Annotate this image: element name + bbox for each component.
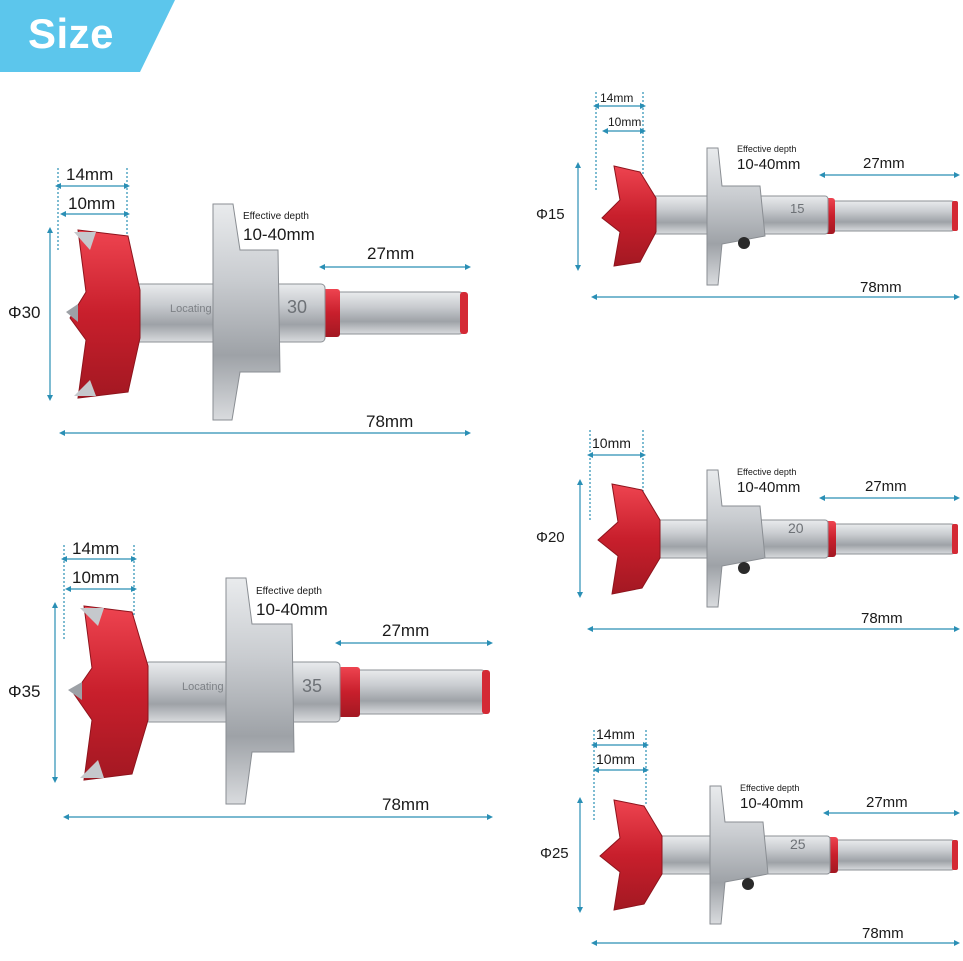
drill-30-engraving: Locating (170, 303, 212, 315)
drill-25-total-length: 78mm (862, 925, 904, 942)
drill-30-effective-depth-value: 10-40mm (243, 225, 315, 244)
drill-35-engraving: Locating (182, 681, 224, 693)
drill-20-collar-number: 20 (788, 520, 804, 536)
drill-25-effective-depth-value: 10-40mm (740, 795, 804, 812)
drill-30-diameter: Φ30 (8, 303, 41, 322)
drill-30-effective-depth-label: Effective depth (243, 211, 309, 222)
drill-25-effective-depth-label: Effective depth (740, 783, 800, 793)
drill-15-shank-length: 27mm (863, 155, 905, 172)
drill-25-diameter: Φ25 (540, 845, 569, 862)
drill-15-effective-depth-value: 10-40mm (737, 156, 801, 173)
size-banner-title: Size (28, 10, 115, 57)
drill-25-shank-length: 27mm (866, 794, 908, 811)
drill-30-collar-number: 30 (287, 297, 308, 317)
drill-15-collar-number: 15 (790, 201, 805, 216)
drill-20-spur-width: 10mm (592, 435, 631, 451)
drill-35-body (68, 577, 490, 805)
drill-30-shank-length: 27mm (367, 244, 415, 263)
drill-35-total-length: 78mm (382, 795, 430, 814)
drill-30-spur-width: 10mm (68, 194, 116, 213)
drill-35-cutter-width: 14mm (72, 539, 120, 558)
drill-35-effective-depth-value: 10-40mm (256, 600, 328, 619)
drill-15-diameter: Φ15 (536, 206, 565, 223)
drill-30-cutter-width: 14mm (66, 165, 114, 184)
drill-25-cutter-width: 14mm (596, 726, 635, 742)
drill-35-collar-number: 35 (302, 676, 323, 696)
drill-20-body (597, 469, 958, 608)
drill-30-total-length: 78mm (366, 412, 414, 431)
size-banner (0, 0, 175, 72)
drill-35-spur-width: 10mm (72, 568, 120, 587)
drill-15-cutter-width: 14mm (600, 91, 634, 105)
drill-20-effective-depth-value: 10-40mm (737, 479, 801, 496)
drill-25-spur-width: 10mm (596, 751, 635, 767)
drill-35-effective-depth-label: Effective depth (256, 586, 322, 597)
drill-35-shank-length: 27mm (382, 621, 430, 640)
drill-20-shank-length: 27mm (865, 478, 907, 495)
drill-20-effective-depth-label: Effective depth (737, 467, 797, 477)
drill-20-diameter: Φ20 (536, 529, 565, 546)
drill-35-diameter: Φ35 (8, 682, 41, 701)
drill-20-total-length: 78mm (861, 610, 903, 627)
drill-15-body (601, 147, 958, 286)
drill-15-effective-depth-label: Effective depth (737, 144, 797, 154)
drill-30-body (66, 203, 468, 421)
drill-15-spur-width: 10mm (608, 115, 642, 129)
drill-25-body (599, 785, 958, 925)
drill-15-total-length: 78mm (860, 279, 902, 296)
drill-25-collar-number: 25 (790, 836, 806, 852)
